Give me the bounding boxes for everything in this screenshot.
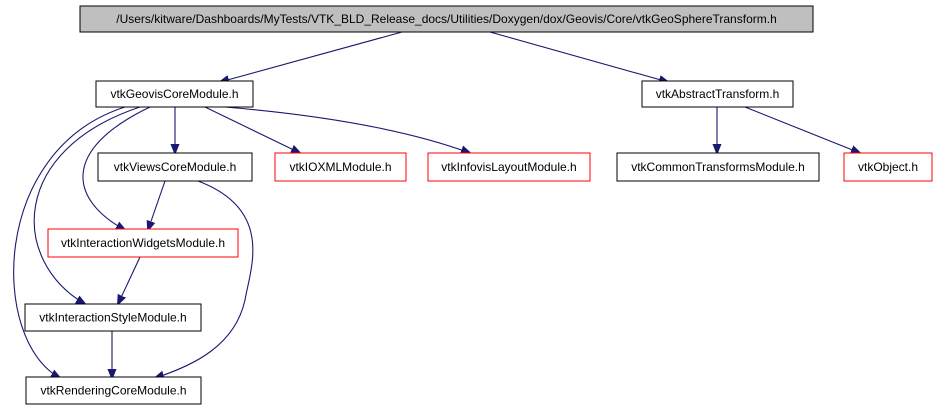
node-abstract-box [641, 80, 794, 108]
node-infovis-box [427, 152, 591, 182]
edge-geovis-to-widgets [82, 106, 151, 230]
node-rendering-box [25, 376, 202, 405]
node-style-label: vtkInteractionStyleModule.h [39, 311, 186, 325]
edge-widgets-to-style [118, 256, 141, 304]
node-root-label: /Users/kitware/Dashboards/MyTests/VTK_BL… [116, 12, 777, 26]
node-common[interactable]: vtkCommonTransformsModule.h [616, 152, 820, 182]
node-ioxml-box [274, 152, 407, 182]
node-widgets-label: vtkInteractionWidgetsModule.h [61, 236, 225, 250]
edge-geovis-to-style [33, 106, 141, 304]
node-style-box [24, 303, 202, 332]
node-views[interactable]: vtkViewsCoreModule.h [97, 152, 253, 182]
node-infovis[interactable]: vtkInfovisLayoutModule.h [427, 152, 591, 182]
node-ioxml[interactable]: vtkIOXMLModule.h [274, 152, 407, 182]
edge-root-to-geovis [220, 31, 403, 82]
node-abstract[interactable]: vtkAbstractTransform.h [641, 80, 794, 108]
node-abstract-label: vtkAbstractTransform.h [656, 87, 780, 101]
node-style[interactable]: vtkInteractionStyleModule.h [24, 303, 202, 332]
edge-geovis-to-rendering [13, 106, 126, 378]
node-rendering[interactable]: vtkRenderingCoreModule.h [25, 376, 202, 405]
edge-views-to-widgets [148, 180, 166, 230]
node-rendering-label: vtkRenderingCoreModule.h [40, 384, 186, 398]
node-views-box [97, 152, 253, 182]
edge-views-to-rendering [155, 180, 254, 378]
edge-geovis-to-infovis [224, 106, 470, 153]
node-ioxml-label: vtkIOXMLModule.h [289, 160, 391, 174]
edge-root-to-abstract [489, 31, 668, 82]
node-root[interactable]: /Users/kitware/Dashboards/MyTests/VTK_BL… [79, 5, 814, 33]
node-object-box [843, 152, 933, 182]
node-geovis-label: vtkGeovisCoreModule.h [110, 87, 238, 101]
node-infovis-label: vtkInfovisLayoutModule.h [441, 160, 576, 174]
node-widgets-box [47, 228, 239, 258]
node-object[interactable]: vtkObject.h [843, 152, 933, 182]
node-common-label: vtkCommonTransformsModule.h [631, 160, 805, 174]
node-geovis[interactable]: vtkGeovisCoreModule.h [95, 80, 254, 108]
edge-geovis-to-ioxml [204, 106, 300, 153]
node-widgets[interactable]: vtkInteractionWidgetsModule.h [47, 228, 239, 258]
node-geovis-box [95, 80, 254, 108]
node-layer: /Users/kitware/Dashboards/MyTests/VTK_BL… [24, 5, 933, 405]
edge-abstract-to-object [744, 106, 860, 153]
node-root-box [79, 5, 814, 33]
node-views-label: vtkViewsCoreModule.h [114, 160, 237, 174]
node-object-label: vtkObject.h [858, 160, 918, 174]
edge-layer [13, 31, 860, 378]
node-common-box [616, 152, 820, 182]
